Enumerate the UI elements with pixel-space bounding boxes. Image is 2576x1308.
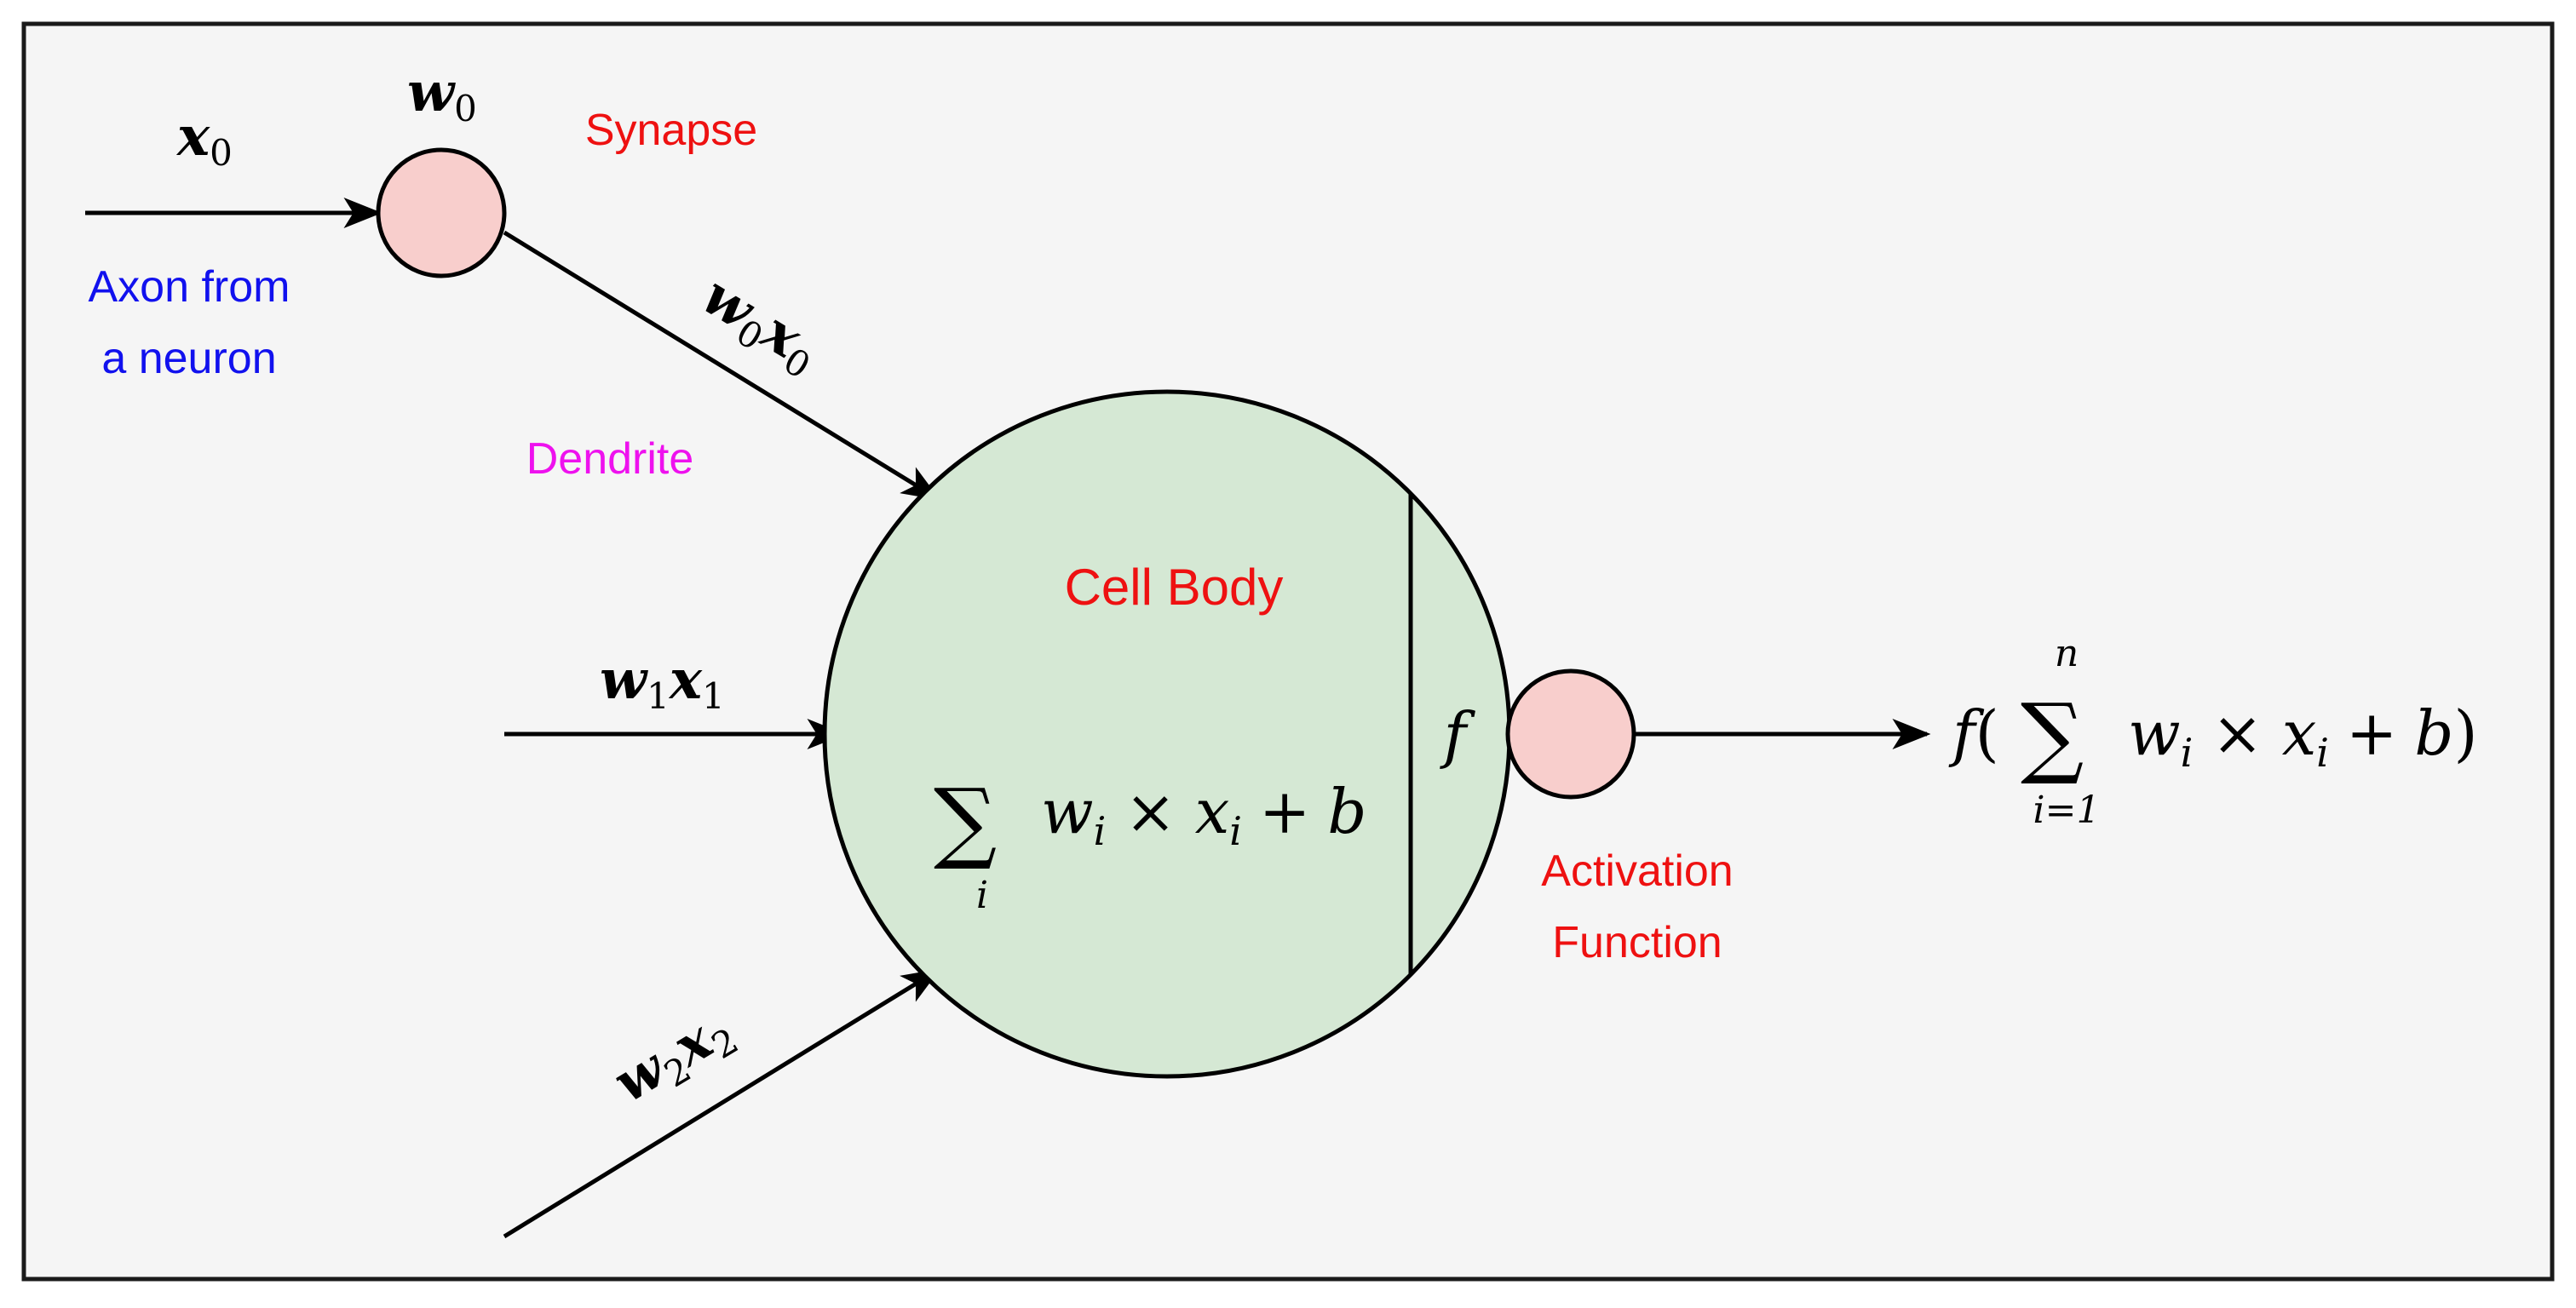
activation-label-line2: Function [1552,918,1722,967]
output-sigma-lower: i=1 [2033,789,2101,832]
axon-label-line2: a neuron [101,334,276,383]
cell-sum-expression: wi×xi+b [1041,776,1366,854]
synapse-node [376,147,507,278]
w1x1-label: w1x1 [600,648,725,717]
output-formula: f( ∑ n i=1 wi×xi+b) [1948,632,2478,832]
input-arrow-w2x2 [503,968,940,1239]
output-sigma: ∑ [2021,684,2084,788]
activation-node [1505,668,1636,800]
w0-label: w0 [407,60,477,129]
axon-label-line1: Axon from [89,262,290,312]
activation-label-line1: Activation [1541,846,1733,896]
cell-body-label: Cell Body [1065,559,1284,616]
output-expression: wi×xi+b) [2128,697,2478,776]
cell-sum-index: i [976,874,988,917]
x0-label: x0 [175,105,233,174]
dendrite-label: Dendrite [526,434,694,484]
cell-body [822,389,1512,1079]
synapse-label: Synapse [585,106,757,155]
output-sigma-upper: n [2055,632,2079,675]
output-f-open: f( [1948,697,1999,769]
cell-sum-sigma: ∑ [934,769,997,873]
dendrite-arrow-w0x0 [503,230,940,501]
cell-sum-formula: ∑ i wi×xi+b [934,769,1366,917]
